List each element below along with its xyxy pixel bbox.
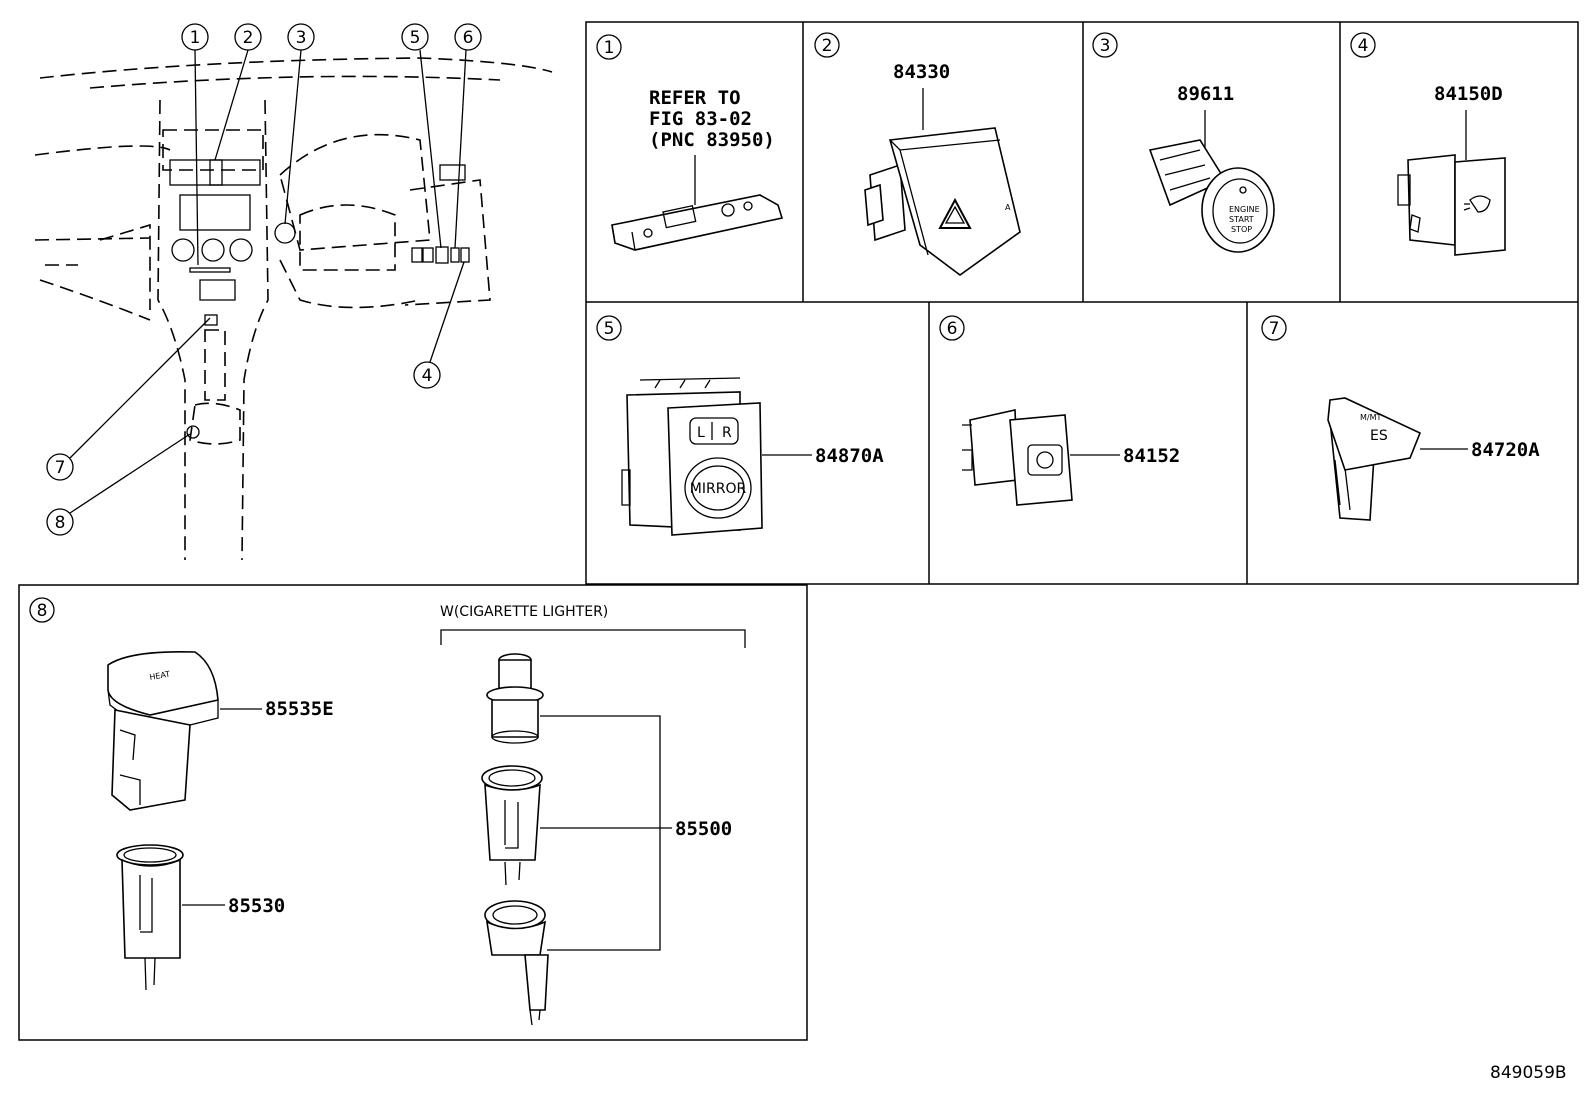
panel-7: 7 M/MT ES 84720A	[1261, 315, 1540, 521]
svg-text:8: 8	[55, 513, 66, 533]
lighter-outer-ring-illustration[interactable]	[484, 900, 549, 1026]
svg-text:5: 5	[604, 319, 615, 339]
overview-callout-6[interactable]: 6	[454, 23, 482, 249]
diagram-id: 849059B	[1490, 1063, 1567, 1083]
cigarette-lighter-label: W(CIGARETTE LIGHTER)	[440, 604, 608, 620]
part-number-84870A: 84870A	[815, 445, 884, 467]
svg-text:5: 5	[410, 28, 421, 48]
overview-callout-2[interactable]: 2	[214, 23, 262, 161]
svg-text:6: 6	[463, 28, 474, 48]
panel-6: 6 84152	[939, 315, 1180, 506]
svg-text:6: 6	[947, 319, 958, 339]
svg-text:4: 4	[1358, 36, 1369, 56]
es-switch-illustration[interactable]: M/MT ES	[1327, 397, 1422, 521]
part-number-85535E: 85535E	[265, 698, 334, 720]
svg-text:1: 1	[190, 28, 201, 48]
svg-text:L: L	[697, 425, 705, 441]
svg-text:7: 7	[55, 458, 66, 478]
overview-callout-5[interactable]: 5	[401, 23, 442, 249]
svg-text:STOP: STOP	[1231, 225, 1252, 234]
socket-85530-illustration[interactable]	[116, 844, 184, 991]
panel-grid	[585, 21, 1579, 585]
part-number-89611: 89611	[1177, 83, 1234, 105]
switch-panel-illustration[interactable]	[611, 194, 784, 251]
svg-text:A: A	[1005, 203, 1011, 212]
part-number-84152: 84152	[1123, 445, 1180, 467]
svg-text:3: 3	[1100, 36, 1111, 56]
part-number-85530: 85530	[228, 895, 285, 917]
headlamp-cleaner-switch-illustration[interactable]	[1397, 154, 1506, 256]
svg-text:7: 7	[1269, 319, 1280, 339]
overview-callout-7[interactable]: 7	[46, 317, 211, 481]
overview-callout-4[interactable]: 4	[413, 261, 465, 389]
svg-text:START: START	[1229, 215, 1254, 224]
dashboard-overview: 1 2 3 5 6 4 7	[34, 23, 553, 561]
part-number-85500: 85500	[675, 818, 732, 840]
svg-text:MIRROR: MIRROR	[690, 481, 747, 497]
svg-text:M/MT: M/MT	[1360, 413, 1382, 422]
start-button-illustration[interactable]: ENGINE START STOP	[1148, 139, 1275, 253]
part-number-84720A: 84720A	[1471, 439, 1540, 461]
panel-3: 3 89611 ENGINE START STOP	[1092, 32, 1275, 253]
svg-text:ENGINE: ENGINE	[1229, 205, 1260, 214]
svg-text:HEAT: HEAT	[149, 669, 171, 681]
mirror-switch-illustration[interactable]: L R MIRROR	[621, 377, 763, 536]
panel-4: 4 84150D	[1350, 32, 1506, 256]
overview-callout-1[interactable]: 1	[181, 23, 209, 266]
svg-text:3: 3	[296, 28, 307, 48]
panel-8: 8 HEAT 85535E 85530 W(CIGARETTE LIGHTER)	[18, 584, 808, 1041]
console-switch-85535E-illustration[interactable]: HEAT	[107, 650, 219, 811]
part-number-84330: 84330	[893, 61, 950, 83]
leveling-switch-illustration[interactable]	[962, 409, 1073, 506]
svg-text:4: 4	[422, 366, 433, 386]
panel-2: 2 84330 A	[814, 32, 1021, 276]
svg-text:2: 2	[243, 28, 254, 48]
panel-1: 1 REFER TO FIG 83-02 (PNC 83950)	[596, 34, 784, 251]
lighter-plug-illustration[interactable]	[486, 653, 544, 744]
panel-5: 5 L R MIRROR 84870A	[596, 315, 884, 536]
overview-callout-8[interactable]: 8	[46, 433, 191, 536]
svg-text:8: 8	[37, 601, 48, 621]
part-number-84150D: 84150D	[1434, 83, 1503, 105]
refer-line-1: REFER TO	[649, 87, 741, 109]
refer-line-3: (PNC 83950)	[649, 129, 775, 151]
svg-text:R: R	[722, 425, 732, 441]
svg-text:1: 1	[604, 38, 615, 58]
hazard-switch-illustration[interactable]: A	[864, 127, 1021, 276]
svg-text:2: 2	[822, 36, 833, 56]
lighter-socket-illustration[interactable]	[481, 765, 543, 886]
svg-text:ES: ES	[1370, 428, 1388, 444]
overview-callout-3[interactable]: 3	[284, 23, 315, 225]
refer-line-2: FIG 83-02	[649, 108, 752, 130]
